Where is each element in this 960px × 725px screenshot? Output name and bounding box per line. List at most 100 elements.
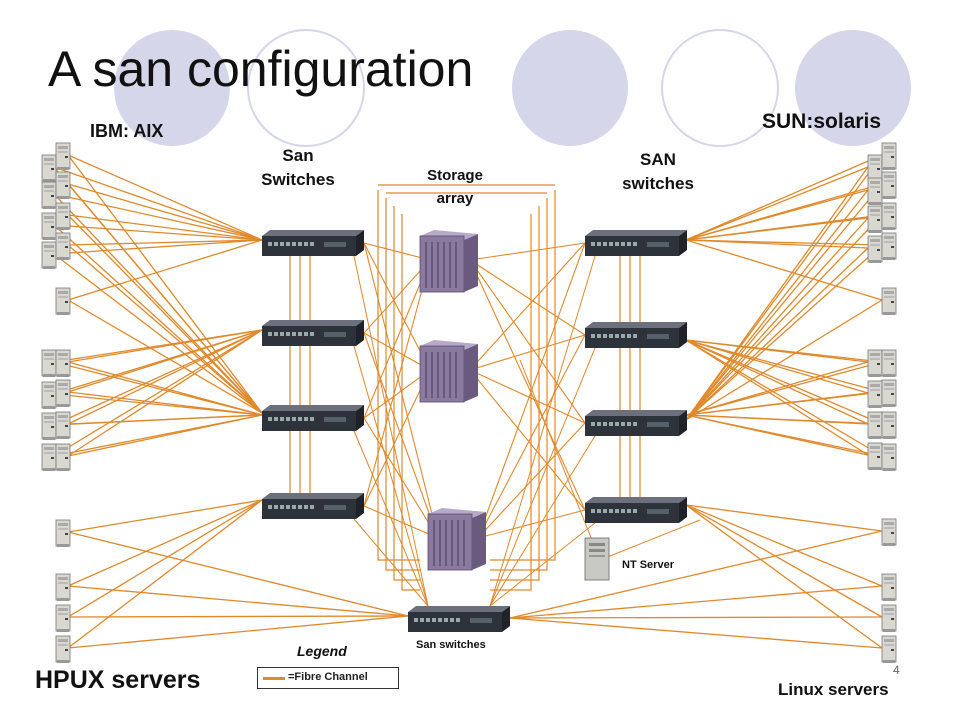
storage-array-icon xyxy=(427,508,486,571)
fibre-link xyxy=(469,242,586,261)
fibre-link xyxy=(67,154,263,414)
fibre-link xyxy=(67,499,263,587)
fibre-link xyxy=(489,435,596,607)
rack-switch-icon xyxy=(262,493,364,519)
fibre-link xyxy=(363,259,431,334)
server-tower-icon xyxy=(55,519,71,547)
fibre-link xyxy=(685,183,883,241)
server-tower-icon xyxy=(881,171,897,199)
fibre-link xyxy=(53,193,263,414)
fibre-link xyxy=(67,615,409,618)
fibre-link xyxy=(685,414,883,457)
fibre-link xyxy=(353,518,429,607)
rack-switch-icon xyxy=(262,405,364,431)
fibre-link xyxy=(67,329,263,425)
fibre-link xyxy=(363,259,431,507)
fibre-link xyxy=(469,242,586,371)
server-tower-icon xyxy=(55,202,71,230)
fibre-channel-swatch xyxy=(263,677,285,680)
fibre-link xyxy=(363,369,431,507)
fibre-link xyxy=(67,183,263,241)
server-tower-icon xyxy=(55,142,71,170)
rack-switch-icon xyxy=(585,410,687,436)
nt-server-label: NT Server xyxy=(622,559,674,571)
nt-server-icon xyxy=(584,537,610,581)
fibre-link xyxy=(363,369,431,419)
storage-array-label-1: Storage xyxy=(427,167,483,184)
fibre-link xyxy=(685,239,883,246)
fibre-link xyxy=(685,189,869,421)
fibre-link xyxy=(363,242,431,261)
rack-switch-icon xyxy=(262,320,364,346)
rack-switch-icon xyxy=(262,230,364,256)
fibre-link xyxy=(363,242,431,371)
fibre-link xyxy=(67,414,263,457)
san-switches-left-label-2: Switches xyxy=(261,170,335,189)
ibm-aix-label: IBM: AIX xyxy=(90,121,164,141)
fibre-link xyxy=(363,332,439,539)
fibre-link xyxy=(685,339,883,393)
fibre-link xyxy=(685,339,869,394)
server-tower-icon xyxy=(55,379,71,407)
fibre-link xyxy=(509,617,883,649)
fibre-link xyxy=(385,198,420,571)
fibre-link xyxy=(67,244,263,414)
fibre-link xyxy=(685,166,869,241)
server-tower-icon xyxy=(881,518,897,546)
fibre-link xyxy=(685,391,883,416)
rack-switch-icon xyxy=(585,497,687,523)
fibre-link xyxy=(53,224,263,241)
fibre-link xyxy=(363,332,431,371)
fibre-link xyxy=(509,585,883,619)
fibre-link xyxy=(685,339,883,457)
server-tower-icon xyxy=(881,142,897,170)
fibre-link xyxy=(67,214,263,241)
fibre-link xyxy=(67,183,263,414)
fibre-link xyxy=(67,329,263,363)
linux-servers-label: Linux servers xyxy=(778,680,889,699)
server-tower-icon xyxy=(881,411,897,439)
server-tower-icon xyxy=(41,381,57,409)
server-tower-icon xyxy=(55,411,71,439)
fibre-link xyxy=(53,329,263,426)
legend-box: =Fibre Channel xyxy=(257,667,399,689)
fibre-link xyxy=(489,347,596,607)
server-tower-icon xyxy=(867,205,883,233)
server-tower-icon xyxy=(55,635,71,663)
fibre-link xyxy=(469,259,586,424)
server-tower-icon xyxy=(867,235,883,263)
server-tower-icon xyxy=(55,287,71,315)
server-tower-icon xyxy=(881,349,897,377)
fibre-link xyxy=(377,190,420,561)
fibre-link xyxy=(489,255,596,607)
fibre-link xyxy=(685,239,883,301)
fibre-link xyxy=(599,519,701,561)
san-switches-right-label-1: SAN xyxy=(640,150,676,169)
fibre-link xyxy=(53,253,263,414)
fibre-link xyxy=(685,214,883,421)
server-tower-icon xyxy=(41,412,57,440)
server-tower-icon xyxy=(867,349,883,377)
server-tower-icon xyxy=(55,443,71,471)
decor-circle-5 xyxy=(795,30,911,146)
server-tower-icon xyxy=(881,379,897,407)
fibre-link xyxy=(685,183,883,421)
fibre-link xyxy=(685,244,883,421)
fibre-link xyxy=(353,345,429,607)
fibre-link xyxy=(53,224,263,414)
fibre-link xyxy=(67,329,263,393)
fibre-link xyxy=(685,339,883,363)
server-tower-icon xyxy=(867,411,883,439)
fibre-link xyxy=(685,504,883,618)
server-tower-icon xyxy=(881,635,897,663)
server-tower-icon xyxy=(41,212,57,240)
fibre-link xyxy=(519,359,601,561)
storage-array-icon xyxy=(419,340,478,403)
server-tower-icon xyxy=(55,573,71,601)
legend-fibre-channel-label: =Fibre Channel xyxy=(288,671,368,683)
fibre-link xyxy=(53,166,263,241)
fibre-link xyxy=(685,414,883,425)
fibre-link xyxy=(393,206,420,581)
